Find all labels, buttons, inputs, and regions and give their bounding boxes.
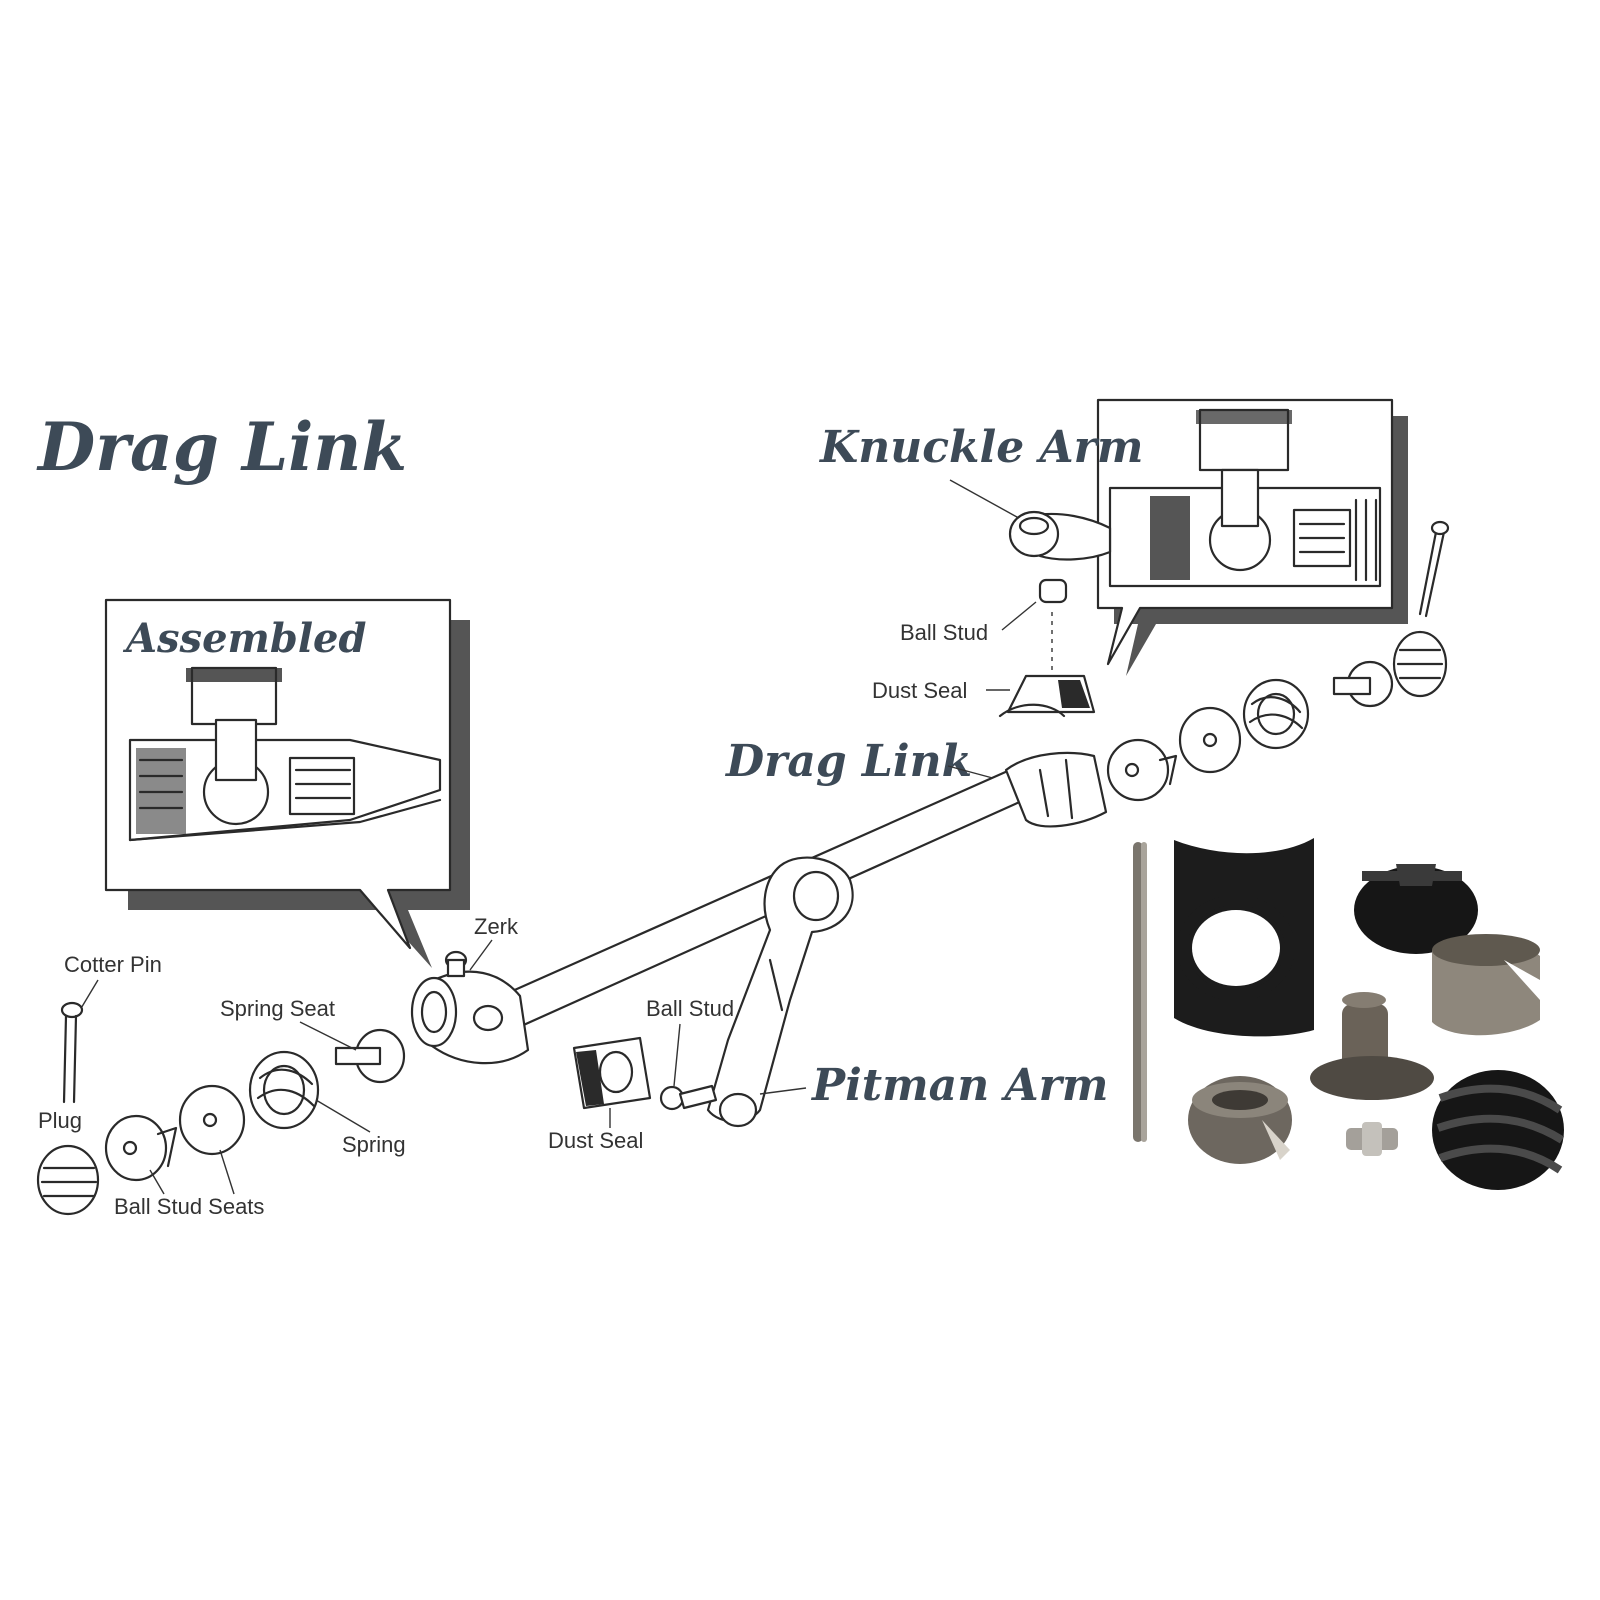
- photo-spring: [1432, 1070, 1565, 1190]
- photo-zerk: [1346, 1122, 1398, 1156]
- spring-seat-part: [334, 1028, 406, 1084]
- cotter-pin-label: Cotter Pin: [64, 952, 162, 977]
- drag-link-label: Drag Link: [724, 736, 972, 787]
- drag-link-tube: [410, 751, 1108, 1065]
- cotter-pin-part: [60, 1001, 84, 1104]
- plug-label: Plug: [38, 1108, 82, 1133]
- ball-stud-lower-part: [659, 1084, 718, 1111]
- photo-ball-stud-seat: [1188, 1076, 1292, 1164]
- dust-seal-upper-label: Dust Seal: [872, 678, 967, 703]
- photo-cotter-pin: [1133, 842, 1147, 1142]
- knuckle-arm-part: [1008, 510, 1112, 604]
- dust-seal-lower-part: [572, 1036, 652, 1110]
- dust-seal-lower-label: Dust Seal: [548, 1128, 643, 1153]
- ball-stud-seat-part-2: [178, 1084, 246, 1156]
- zerk-label: Zerk: [474, 914, 519, 939]
- main-title: Drag Link: [36, 408, 407, 486]
- plug-part: [36, 1144, 100, 1216]
- spring-part: [248, 1050, 320, 1130]
- knuckle-arm-inset: [1096, 398, 1408, 676]
- dust-seal-upper-part: [998, 674, 1096, 718]
- upper-parts-row: [1106, 630, 1448, 802]
- ball-stud-seat-upper-part-2: [1106, 738, 1178, 802]
- spring-seat-label: Spring Seat: [220, 996, 335, 1021]
- zerk-part: [444, 950, 468, 978]
- assembled-cutaway-drawing: [128, 666, 442, 842]
- assembled-inset: Assembled: [104, 598, 470, 968]
- photo-spring-seat-cup: [1432, 934, 1540, 1036]
- assembled-title: Assembled: [122, 615, 366, 662]
- cotter-pin-upper-part: [1418, 520, 1450, 618]
- photo-ball-stud: [1310, 992, 1434, 1100]
- ball-stud-upper-label: Ball Stud: [900, 620, 988, 645]
- ball-stud-lower-label: Ball Stud: [646, 996, 734, 1021]
- knuckle-cutaway-drawing: [1108, 408, 1382, 588]
- knuckle-arm-title: Knuckle Arm: [818, 422, 1143, 473]
- spring-upper-part: [1242, 678, 1310, 750]
- parts-kit-photo: [1133, 838, 1565, 1190]
- spring-label: Spring: [342, 1132, 406, 1157]
- ball-stud-seats-label: Ball Stud Seats: [114, 1194, 264, 1219]
- pitman-arm-label: Pitman Arm: [810, 1060, 1108, 1111]
- plug-upper-part: [1392, 630, 1448, 698]
- ball-stud-seat-part-1: [104, 1114, 178, 1182]
- pitman-arm-part: [706, 856, 854, 1128]
- photo-plug: [1354, 864, 1478, 954]
- ball-stud-seat-upper-part: [1178, 706, 1242, 774]
- photo-dust-seal: [1174, 838, 1314, 1037]
- spring-seat-upper-part: [1332, 660, 1394, 708]
